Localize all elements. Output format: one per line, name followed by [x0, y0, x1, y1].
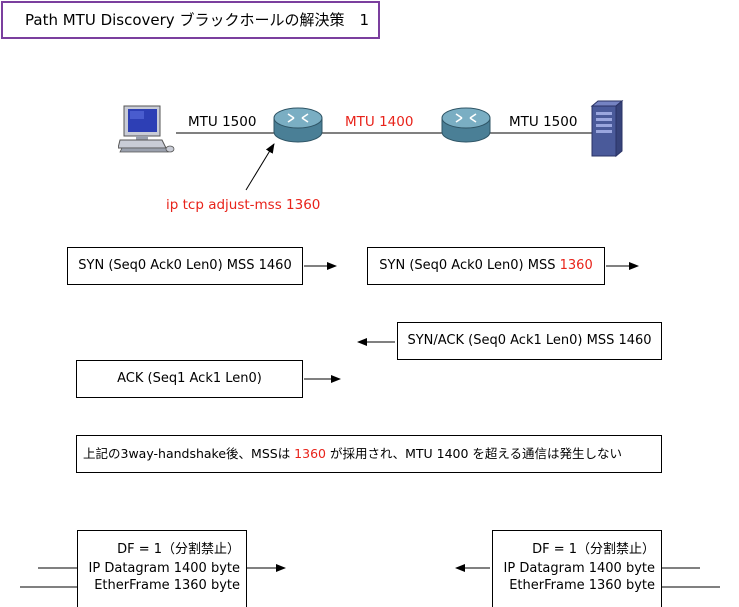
syn-right-mss: 1360 [559, 258, 593, 273]
note-suffix: が採用され、MTU 1400 を超える通信は発生しない [325, 446, 623, 461]
frame-right-ether: EtherFrame 1360 byte [509, 578, 655, 593]
router-icon-1 [273, 107, 323, 143]
note-mss: 1360 [294, 446, 326, 461]
command-pointer-arrow [245, 143, 275, 191]
diagram-title: Path MTU Discovery ブラックホールの解決策 1 [1, 1, 380, 39]
syn-left-text: SYN (Seq0 Ack0 Len0) MSS 1460 [78, 258, 292, 273]
frame-box-right: DF = 1（分割禁止） IP Datagram 1400 byte Ether… [492, 530, 662, 607]
note-box: 上記の3way-handshake後、MSSは 1360 が採用され、MTU 1… [76, 435, 662, 473]
note-prefix: 上記の3way-handshake後、MSSは [83, 446, 295, 461]
syn-left-box: SYN (Seq0 Ack0 Len0) MSS 1460 [67, 247, 303, 285]
synack-text: SYN/ACK (Seq0 Ack1 Len0) MSS 1460 [407, 333, 652, 348]
pc-icon [118, 105, 175, 153]
ack-box: ACK (Seq1 Ack1 Len0) [76, 360, 303, 398]
synack-box: SYN/ACK (Seq0 Ack1 Len0) MSS 1460 [397, 322, 662, 360]
mtu-label-middle: MTU 1400 [345, 114, 414, 130]
mtu-label-right: MTU 1500 [509, 114, 578, 130]
ack-text: ACK (Seq1 Ack1 Len0) [117, 371, 262, 386]
router-icon-2 [441, 107, 491, 143]
router-command-label: ip tcp adjust-mss 1360 [166, 197, 321, 213]
frame-right-ip: IP Datagram 1400 byte [503, 561, 655, 576]
mtu-label-left: MTU 1500 [188, 114, 257, 130]
frame-left-df: DF = 1（分割禁止） [117, 542, 240, 557]
syn-right-text: SYN (Seq0 Ack0 Len0) MSS [379, 258, 560, 273]
syn-right-box: SYN (Seq0 Ack0 Len0) MSS 1360 [367, 247, 605, 285]
frame-right-df: DF = 1（分割禁止） [532, 542, 655, 557]
server-icon [590, 100, 624, 158]
frame-left-ip: IP Datagram 1400 byte [88, 561, 240, 576]
frame-left-ether: EtherFrame 1360 byte [94, 578, 240, 593]
frame-box-left: DF = 1（分割禁止） IP Datagram 1400 byte Ether… [77, 530, 247, 607]
